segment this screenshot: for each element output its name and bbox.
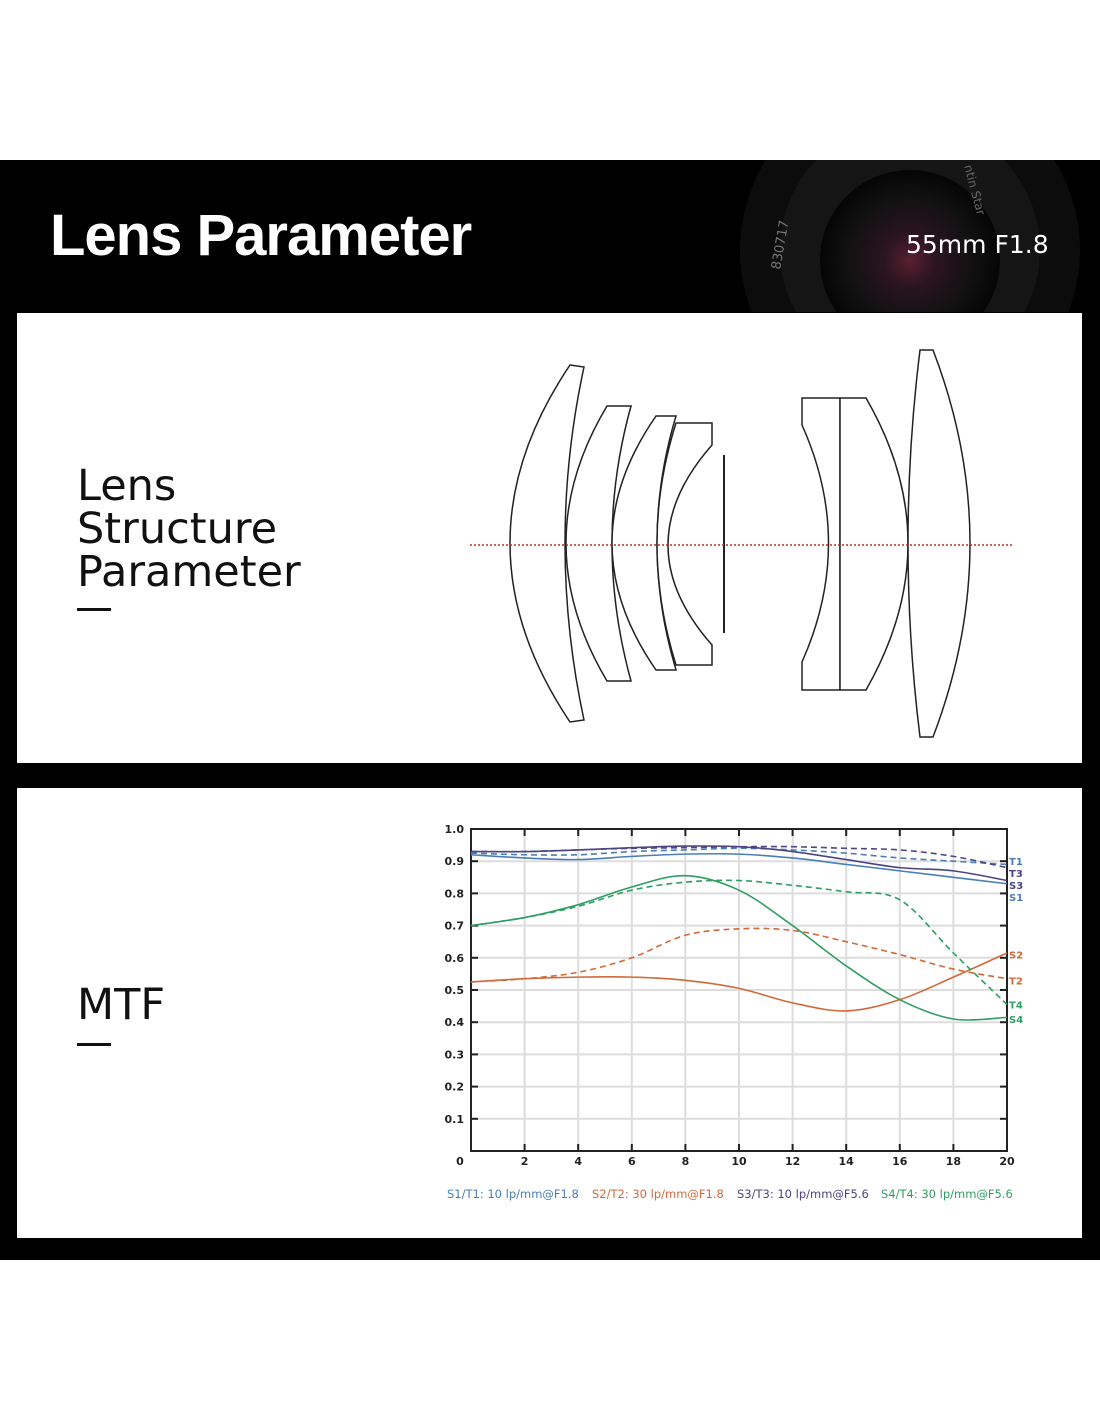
- legend-item: S2/T2: 30 lp/mm@F1.8: [592, 1187, 724, 1201]
- y-tick-label: 1.0: [445, 823, 465, 836]
- end-label: T2: [1009, 976, 1023, 987]
- series-t3: [470, 845, 1008, 869]
- lens-element-7: [907, 349, 971, 738]
- label-line: Structure: [77, 504, 278, 554]
- mtf-label: MTF: [77, 980, 166, 1030]
- lens-model: 55mm F1.8: [906, 230, 1049, 259]
- series-s1: [470, 852, 1008, 885]
- structure-label: Lens Structure Parameter: [77, 465, 301, 594]
- lens-element-2: [565, 405, 632, 682]
- legend-item: S3/T3: 10 lp/mm@F5.6: [737, 1187, 869, 1201]
- legend-item: S1/T1: 10 lp/mm@F1.8: [447, 1187, 579, 1201]
- label-underline: [77, 1043, 111, 1046]
- y-tick-label: 0.3: [445, 1048, 465, 1061]
- lens-element-4: [656, 422, 713, 666]
- label-line: Lens: [77, 461, 177, 511]
- end-label: S1: [1009, 893, 1023, 904]
- end-label: S3: [1009, 881, 1023, 892]
- lens-element-5: [801, 397, 841, 691]
- lens-element-1: [509, 364, 585, 723]
- x-tick-label: 2: [521, 1155, 529, 1168]
- lens-structure-panel: Lens Structure Parameter: [17, 313, 1082, 763]
- y-tick-label: 0.9: [445, 855, 465, 868]
- x-tick-label: 8: [682, 1155, 690, 1168]
- mtf-chart: 0 2 4 6 8 10 12 14 16 18 20 0.1 0.2 0.3 0.4 0.5 0.6 0.7 0.…: [445, 823, 1024, 1201]
- x-tick-label: 16: [892, 1155, 908, 1168]
- legend-item: S4/T4: 30 lp/mm@F5.6: [881, 1187, 1013, 1201]
- lens-diagram: [470, 349, 1012, 738]
- x-tick-label: 20: [999, 1155, 1015, 1168]
- label-line: Parameter: [77, 547, 301, 597]
- end-label: T3: [1009, 869, 1023, 880]
- series-t2: [470, 927, 1008, 983]
- x-tick-label: 4: [574, 1155, 582, 1168]
- series-t4: [470, 879, 1008, 1006]
- end-label: S4: [1009, 1015, 1023, 1026]
- end-label: T1: [1009, 857, 1023, 868]
- end-label: T4: [1009, 1000, 1023, 1011]
- y-tick-label: 0.6: [445, 952, 465, 965]
- x-tick-label: 10: [731, 1155, 747, 1168]
- page-title: Lens Parameter: [50, 203, 472, 268]
- y-tick-label: 0.1: [445, 1113, 465, 1126]
- end-label: S2: [1009, 951, 1023, 962]
- plot-frame: [470, 828, 1008, 1152]
- lens-photo: 830717 ntin Star: [740, 160, 1100, 312]
- y-tick-label: 0.2: [445, 1081, 465, 1094]
- x-tick-label: 18: [946, 1155, 961, 1168]
- x-tick-label: 14: [839, 1155, 855, 1168]
- y-tick-label: 0.7: [445, 920, 465, 933]
- x-tick-label: 0: [456, 1155, 464, 1168]
- x-tick-label: 6: [628, 1155, 636, 1168]
- x-tick-label: 12: [785, 1155, 800, 1168]
- y-tick-label: 0.4: [445, 1016, 465, 1029]
- series-t1: [470, 847, 1008, 866]
- series-s4: [470, 874, 1008, 1021]
- y-tick-label: 0.5: [445, 984, 465, 997]
- label-underline: [77, 608, 111, 611]
- series-s2: [470, 952, 1008, 1012]
- y-tick-label: 0.8: [445, 887, 465, 900]
